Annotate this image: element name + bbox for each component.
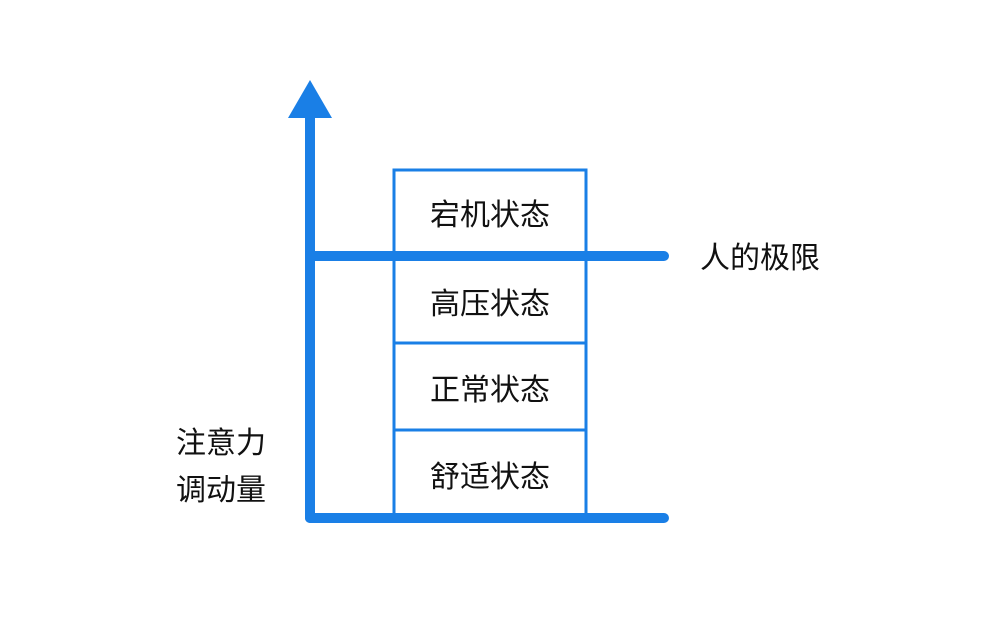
y-axis-label-line2: 调动量: [176, 473, 266, 508]
state-box-high-pressure: [392, 254, 588, 345]
state-label-crash: 宕机状态: [430, 198, 550, 233]
y-axis-arrowhead-icon: [288, 80, 332, 118]
state-label-comfort: 舒适状态: [430, 460, 550, 495]
state-label-normal: 正常状态: [430, 373, 550, 408]
state-box-comfort: [392, 428, 588, 520]
y-axis-label-line1: 注意力: [176, 426, 266, 461]
human-limit-label: 人的极限: [700, 241, 820, 276]
state-stack: 宕机状态 高压状态 正常状态 舒适状态: [392, 168, 588, 520]
state-label-high-pressure: 高压状态: [430, 287, 550, 322]
state-box-crash: [392, 168, 588, 258]
